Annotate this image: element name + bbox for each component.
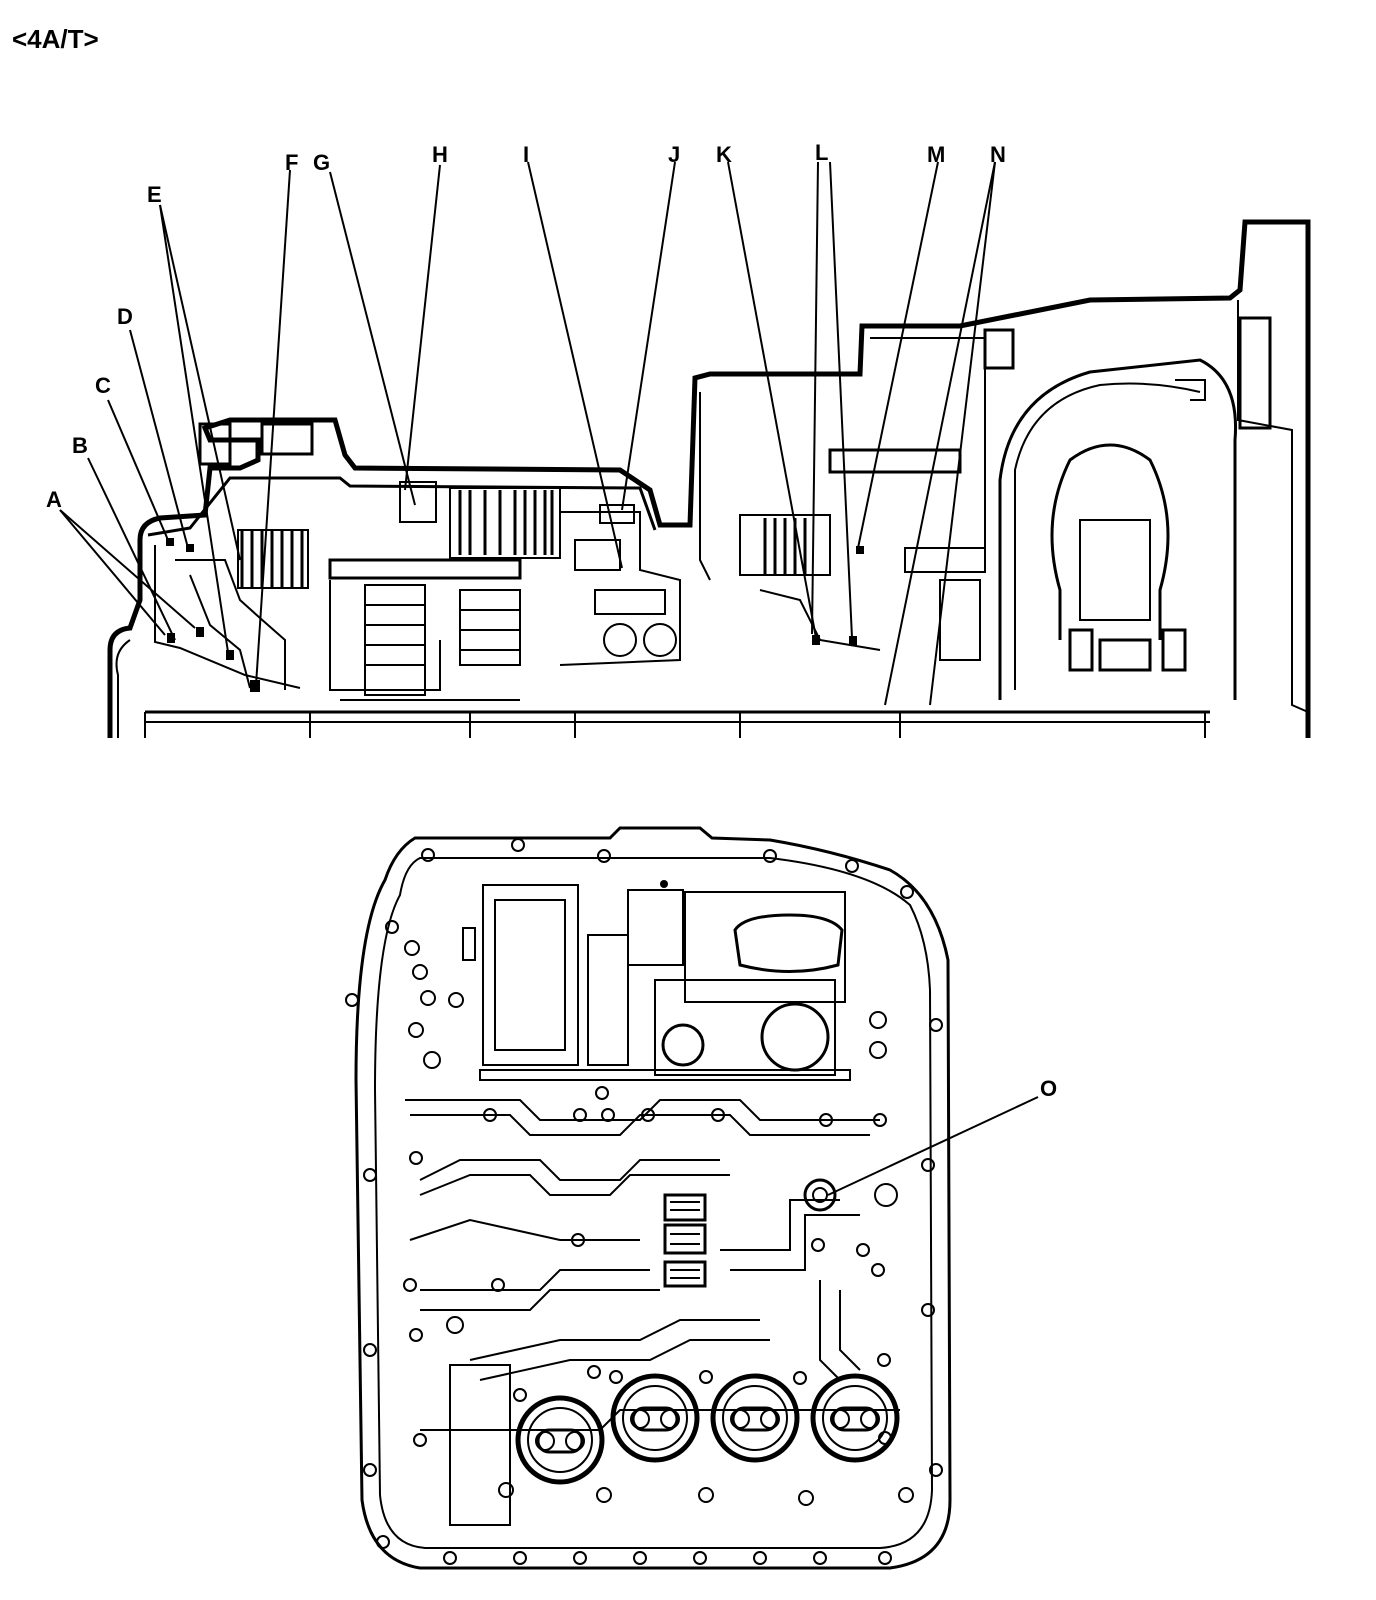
callout-h: H xyxy=(432,142,448,167)
plate-holes xyxy=(403,940,914,1506)
callout-a: A xyxy=(46,487,62,512)
callout-c: C xyxy=(95,373,111,398)
check-ball-o xyxy=(803,1178,898,1212)
callout-o-leader xyxy=(827,1096,1039,1196)
callout-o: O xyxy=(1040,1076,1057,1101)
solenoid-ports xyxy=(515,1373,900,1485)
page-title: <4A/T> xyxy=(12,24,99,54)
clutch-pack-2 xyxy=(399,481,561,559)
planetary-gear-set xyxy=(328,558,522,701)
gasket-bolt-holes xyxy=(345,838,943,1565)
fluid-channels xyxy=(405,1099,900,1431)
valve-body-plate xyxy=(345,826,952,1570)
callout-n: N xyxy=(990,142,1006,167)
callout-m: M xyxy=(927,142,945,167)
top-callout-leaders xyxy=(59,161,996,706)
callout-l: L xyxy=(815,140,828,165)
callout-i: I xyxy=(523,142,529,167)
callout-k: K xyxy=(716,142,732,167)
filter-screens xyxy=(663,1193,707,1288)
clutch-pack-3 xyxy=(739,514,881,651)
callout-d: D xyxy=(117,304,133,329)
clutch-pack-1 xyxy=(237,529,309,589)
callout-g: G xyxy=(313,150,330,175)
transmission-cross-section xyxy=(107,219,1311,738)
callout-e: E xyxy=(147,182,162,207)
callout-f: F xyxy=(285,150,298,175)
differential xyxy=(998,316,1272,700)
callout-j: J xyxy=(668,142,680,167)
callout-b: B xyxy=(72,433,88,458)
